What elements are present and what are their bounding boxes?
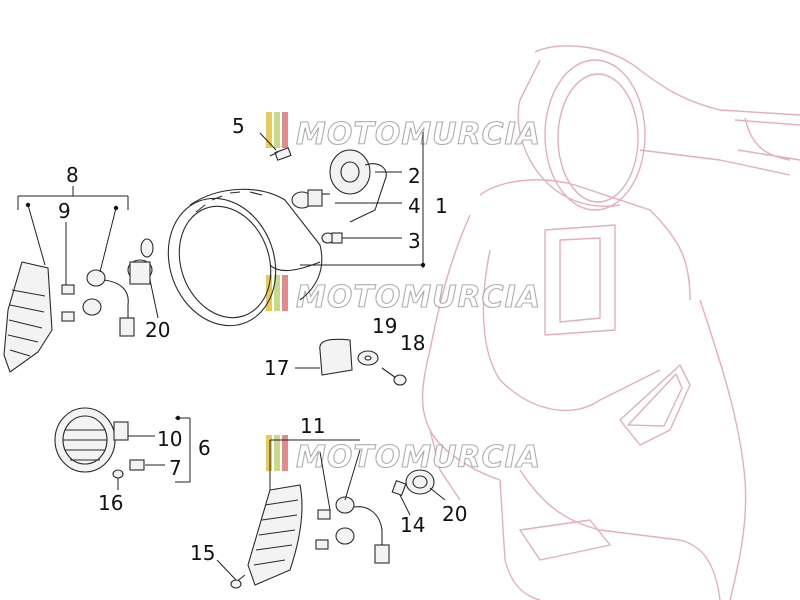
front-left-turn-signal-lens [3,261,53,373]
washer [357,350,379,366]
bracket-screw [381,367,407,386]
callout-18: 18 [400,331,425,355]
wire-clip [391,479,407,497]
callout-16: 16 [98,491,123,515]
watermark-top: MOTOMURCIA [266,112,541,153]
callout-20-right: 20 [442,502,467,526]
headlamp-bracket-clip [319,338,353,376]
turn-signal-bulbs-left [61,284,75,322]
callout-10: 10 [157,427,182,451]
callout-3: 3 [408,229,421,253]
watermark-text: MOTOMURCIA [296,280,541,315]
headlamp-bulb [291,189,330,209]
headlamp-housing [167,188,323,327]
callout-7: 7 [169,456,182,480]
watermark-logo-stripes [266,112,288,148]
callout-2: 2 [408,164,421,188]
watermark-text: MOTOMURCIA [296,117,541,152]
watermark-text: MOTOMURCIA [296,440,541,475]
watermark-logo-stripes [266,435,288,471]
callout-20-left: 20 [145,318,170,342]
callout-5: 5 [232,114,245,138]
callout-14: 14 [400,513,425,537]
rubber-boot-left [127,238,154,285]
marker-screw [112,469,124,479]
bulb-holder-socket [329,149,387,223]
turn-signal-bulbs-right [315,509,331,550]
callout-9: 9 [58,199,71,223]
bulb-socket-harness-left [82,269,135,337]
callout-19: 19 [372,314,397,338]
marker-lamp [54,407,129,473]
scooter-body-outline [421,45,800,600]
callout-17: 17 [264,356,289,380]
rubber-boot-right [405,469,435,495]
callout-11: 11 [300,414,325,438]
front-right-turn-signal-lens [247,484,303,586]
marker-bulb [129,459,145,471]
headlamp-screw [269,147,292,161]
watermark-logo-stripes [266,275,288,311]
parking-bulb [321,232,343,244]
callout-6: 6 [198,436,211,460]
callout-4: 4 [408,194,421,218]
bulb-socket-harness-right [335,496,390,564]
callout-8: 8 [66,163,79,187]
callout-1: 1 [435,194,448,218]
callout-15: 15 [190,541,215,565]
watermark-bottom: MOTOMURCIA [266,435,541,476]
watermark-middle: MOTOMURCIA [266,275,541,316]
